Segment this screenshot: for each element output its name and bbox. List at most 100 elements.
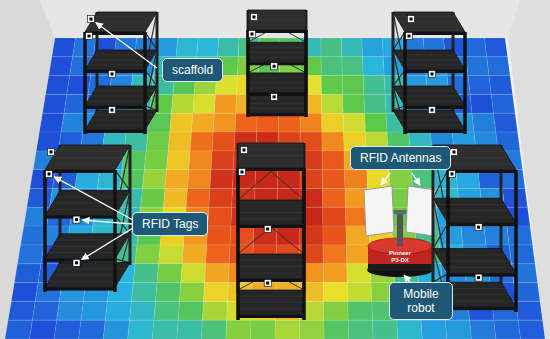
board-texture bbox=[91, 22, 151, 23]
board-texture bbox=[248, 103, 306, 104]
board-texture bbox=[399, 120, 459, 121]
shelf-post bbox=[143, 32, 147, 134]
heatmap-cell bbox=[323, 245, 347, 264]
back-wall bbox=[40, 0, 520, 38]
heatmap-cell bbox=[57, 301, 84, 320]
heatmap-cell bbox=[470, 94, 493, 113]
board-texture bbox=[94, 17, 154, 18]
callout-box: scaffold bbox=[162, 58, 223, 82]
heatmap-cell bbox=[323, 264, 347, 283]
cross-brace bbox=[238, 200, 304, 254]
cross-brace bbox=[248, 42, 306, 73]
rfid-tag-mark bbox=[111, 109, 114, 112]
cross-brace bbox=[433, 170, 448, 198]
heatmap-cell bbox=[324, 283, 348, 302]
rfid-tag bbox=[475, 274, 482, 281]
heatmap-cell bbox=[278, 170, 301, 189]
heatmap-cell bbox=[54, 320, 81, 339]
heatmap-cell bbox=[494, 320, 521, 339]
heatmap-cell bbox=[130, 301, 156, 320]
heatmap-cell bbox=[81, 301, 107, 320]
rfid-tag-mark bbox=[75, 218, 78, 221]
rfid-tag-mark bbox=[431, 73, 434, 76]
heatmap-cell bbox=[105, 301, 131, 320]
heatmap-cell bbox=[373, 320, 398, 339]
heatmap-cell bbox=[518, 320, 545, 339]
shelf-edge bbox=[448, 170, 516, 173]
rfid-tag-mark bbox=[266, 228, 269, 231]
scaffold-unit bbox=[45, 145, 130, 292]
rfid-tag bbox=[264, 226, 271, 233]
heatmap-cell bbox=[472, 113, 496, 132]
board-texture bbox=[238, 149, 304, 150]
heatmap-cell bbox=[178, 301, 203, 320]
board-texture bbox=[248, 52, 306, 53]
heatmap-cell bbox=[411, 170, 435, 189]
cross-brace bbox=[238, 200, 304, 254]
scaffold-unit bbox=[238, 143, 304, 320]
shelf-post bbox=[246, 30, 250, 117]
board-texture bbox=[444, 216, 512, 217]
shelf-post bbox=[83, 32, 87, 134]
heatmap-cell bbox=[322, 170, 345, 189]
shelf-post bbox=[514, 170, 518, 312]
heatmap-cell bbox=[218, 38, 240, 57]
board-texture bbox=[238, 206, 304, 207]
heatmap-cell bbox=[170, 113, 193, 132]
heatmap-cell bbox=[131, 283, 157, 302]
heatmap-cell bbox=[445, 320, 471, 339]
shelf-edge bbox=[238, 168, 304, 171]
heatmap-cell bbox=[342, 57, 363, 76]
shelf-edge bbox=[45, 170, 115, 173]
heatmap-cell bbox=[346, 245, 370, 264]
scaffold-unit bbox=[248, 10, 306, 117]
shelf-board bbox=[238, 254, 304, 279]
rfid-tag bbox=[239, 169, 246, 176]
heatmap-cell bbox=[141, 189, 165, 208]
leader-line bbox=[404, 275, 410, 282]
board-texture bbox=[238, 161, 304, 162]
shelf-board bbox=[393, 12, 465, 32]
board-texture bbox=[441, 210, 509, 211]
heatmap-cell bbox=[212, 132, 235, 151]
antenna-mast bbox=[397, 210, 403, 246]
board-texture bbox=[56, 151, 126, 152]
heatmap-cell bbox=[321, 57, 342, 76]
heatmap-cell bbox=[181, 264, 206, 283]
rfid-tag-mark bbox=[111, 73, 114, 76]
mobile-robot bbox=[364, 186, 436, 277]
heatmap-cell bbox=[397, 320, 423, 339]
heatmap-cell bbox=[128, 320, 154, 339]
rfid-tag bbox=[73, 259, 80, 266]
board-texture bbox=[248, 82, 306, 83]
heatmap-cell bbox=[67, 76, 91, 95]
heatmap-cell bbox=[39, 113, 64, 132]
heatmap-cell bbox=[32, 301, 59, 320]
heatmap-cell bbox=[14, 264, 41, 283]
board-texture bbox=[88, 125, 148, 126]
board-texture bbox=[49, 252, 119, 253]
heatmap-cell bbox=[322, 151, 344, 170]
board-texture bbox=[53, 157, 123, 158]
heatmap-cell bbox=[11, 283, 38, 302]
shelf-board bbox=[248, 10, 306, 30]
shelf-edge bbox=[248, 30, 306, 33]
heatmap-cell bbox=[491, 94, 515, 113]
board-texture bbox=[238, 155, 304, 156]
heatmap-cell bbox=[168, 132, 191, 151]
heatmap-cell bbox=[204, 283, 229, 302]
rfid-tag-mark bbox=[243, 149, 246, 152]
board-texture bbox=[444, 163, 512, 164]
rfid-tag bbox=[109, 71, 116, 78]
board-texture bbox=[399, 60, 459, 61]
leader-line bbox=[412, 173, 420, 185]
board-texture bbox=[49, 163, 119, 164]
shelf-post bbox=[129, 145, 132, 265]
rfid-tag-mark bbox=[241, 171, 244, 174]
heatmap-cell bbox=[61, 113, 85, 132]
rfid-tag-mark bbox=[408, 35, 411, 38]
heatmap-cell bbox=[30, 320, 57, 339]
heatmap-cell bbox=[146, 132, 170, 151]
